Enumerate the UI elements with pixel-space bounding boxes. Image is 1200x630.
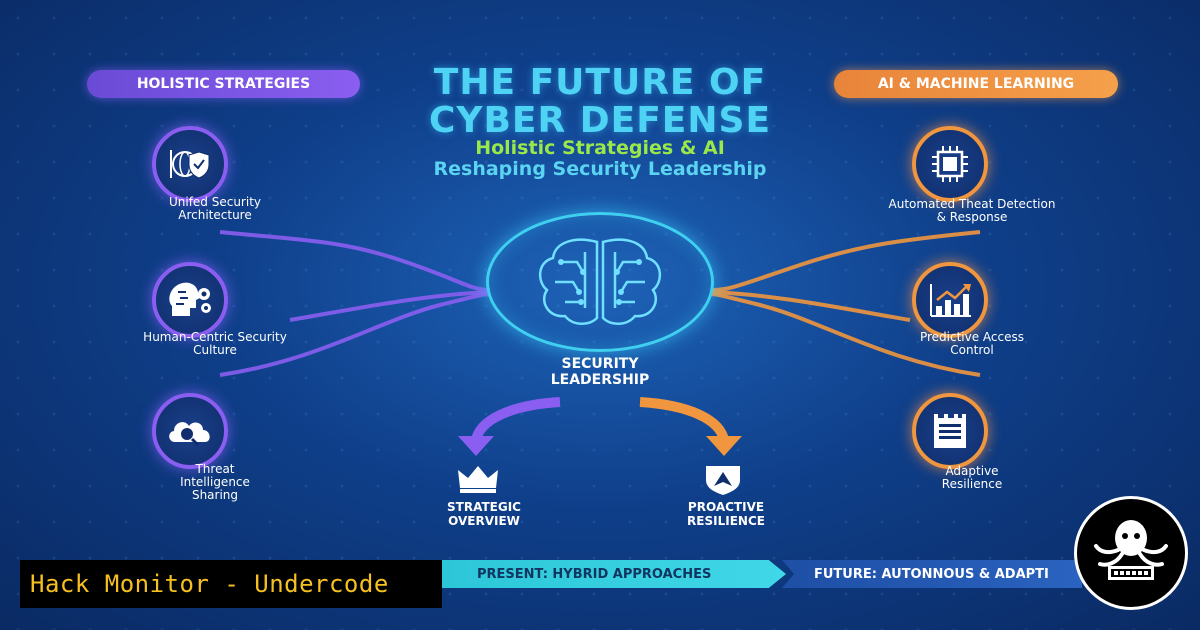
adaptive-resilience-label: Adaptive Resilience xyxy=(862,465,1082,491)
automated-detection-label: Automated Theat Detection & Response xyxy=(862,198,1082,224)
brain-circuit-icon xyxy=(539,238,661,325)
holistic-strategies-pill: HOLISTIC STRATEGIES xyxy=(87,70,360,98)
security-leadership-hub xyxy=(486,212,714,352)
human-centric-label: Human-Centric Security Culture xyxy=(105,331,325,357)
adaptive-resilience-label-line-1: Adaptive xyxy=(945,464,999,478)
automated-detection-label-line-2: & Response xyxy=(936,210,1008,224)
cloud-magnifier-icon xyxy=(169,422,210,447)
strategic-overview-label: STRATEGIC OVERVIEW xyxy=(414,500,554,528)
page-title: THE FUTURE OF CYBER DEFENSE xyxy=(370,64,830,140)
ai-ml-pill: AI & MACHINE LEARNING xyxy=(834,70,1118,98)
human-centric-node xyxy=(152,262,228,338)
present-banner: PRESENT: HYBRID APPROACHES xyxy=(441,560,786,588)
predictive-access-label-line-2: Control xyxy=(950,343,994,357)
bar-chart-icon xyxy=(930,284,971,317)
unified-security-node xyxy=(152,126,228,202)
subtitle-line-2: Reshaping Security Leadership xyxy=(433,158,767,180)
title-line-2: CYBER DEFENSE xyxy=(428,100,772,141)
head-gears-icon xyxy=(169,282,211,316)
security-leadership-label-line-1: SECURITY xyxy=(561,356,639,372)
unified-security-label-line-1: Unifed Security xyxy=(168,195,262,209)
shield-network-icon xyxy=(170,150,210,179)
threat-intel-label: Threat Intelligence Sharing xyxy=(105,463,325,502)
subtitle-line-1: Holistic Strategies & AI xyxy=(475,137,725,159)
adaptive-resilience-node xyxy=(912,393,988,469)
threat-intel-label-line-2: Intelligence xyxy=(180,475,250,489)
predictive-access-label: Predictive Access Control xyxy=(862,331,1082,357)
threat-intel-label-line-1: Threat xyxy=(195,462,235,476)
strategic-overview-label-line-1: STRATEGIC xyxy=(447,500,521,514)
shield-arrow-icon xyxy=(706,466,740,495)
automated-detection-node xyxy=(912,126,988,202)
predictive-access-node xyxy=(912,262,988,338)
security-leadership-label: SECURITY LEADERSHIP xyxy=(500,356,700,388)
octopus-logo-icon xyxy=(1074,496,1188,610)
site-name-badge: Hack Monitor - Undercode xyxy=(20,560,442,608)
chip-icon xyxy=(932,146,968,182)
automated-detection-label-line-1: Automated Theat Detection xyxy=(888,197,1056,211)
adaptive-resilience-label-line-2: Resilience xyxy=(941,477,1003,491)
proactive-resilience-label: PROACTIVE RESILIENCE xyxy=(656,500,796,528)
unified-security-label: Unifed Security Architecture xyxy=(105,196,325,222)
security-leadership-label-line-2: LEADERSHIP xyxy=(550,372,650,388)
human-centric-label-line-1: Human-Centric Security xyxy=(143,330,287,344)
human-centric-label-line-2: Culture xyxy=(193,343,237,357)
castle-icon xyxy=(934,414,966,448)
unified-security-label-line-2: Architecture xyxy=(178,208,252,222)
threat-intel-node xyxy=(152,393,228,469)
proactive-resilience-label-line-2: RESILIENCE xyxy=(687,514,765,528)
predictive-access-label-line-1: Predictive Access xyxy=(919,330,1025,344)
threat-intel-label-line-3: Sharing xyxy=(191,488,239,502)
title-line-1: THE FUTURE OF xyxy=(433,62,767,103)
crown-icon xyxy=(458,466,498,493)
future-banner: FUTURE: AUTONNOUS & ADAPTI xyxy=(782,560,1082,588)
proactive-resilience-label-line-1: PROACTIVE xyxy=(687,500,765,514)
strategic-overview-label-line-2: OVERVIEW xyxy=(448,514,520,528)
